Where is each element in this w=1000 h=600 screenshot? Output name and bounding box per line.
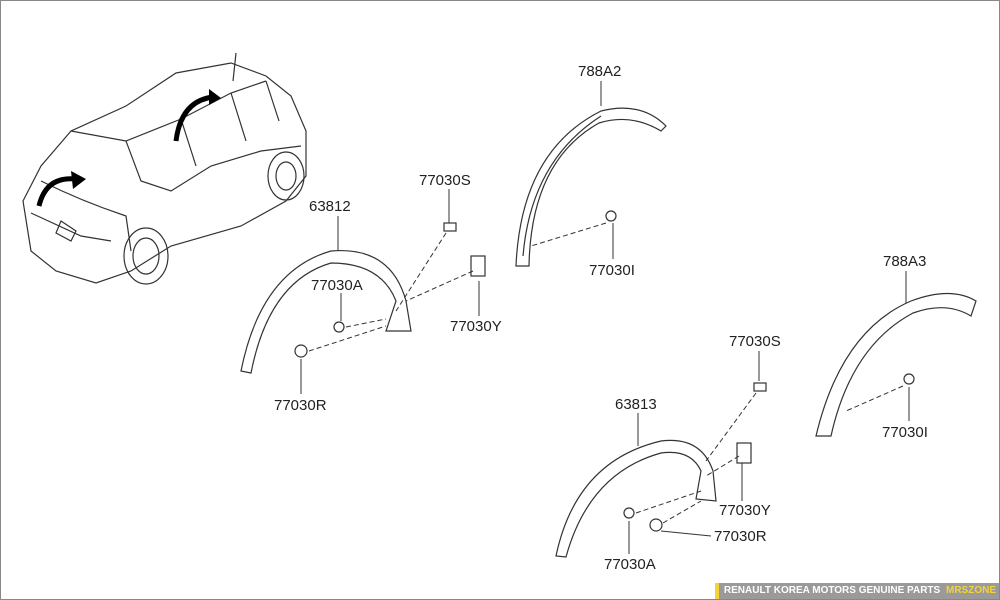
callout-77030I-right[interactable]: 77030I [882, 424, 928, 441]
footer-text: RENAULT KOREA MOTORS GENUINE PARTS [723, 585, 941, 596]
callout-788A3[interactable]: 788A3 [883, 253, 927, 270]
callout-77030I[interactable]: 77030I [589, 262, 635, 279]
callout-leaders [300, 81, 910, 554]
callout-77030Y-right[interactable]: 77030Y [719, 502, 771, 519]
callout-77030S[interactable]: 77030S [419, 172, 471, 189]
clips[interactable] [294, 210, 915, 532]
part-788A2[interactable] [515, 107, 667, 267]
arrow-indicators [36, 94, 214, 207]
callout-77030A[interactable]: 77030A [311, 277, 363, 294]
part-788A3[interactable] [815, 292, 977, 437]
callout-77030R-right[interactable]: 77030R [714, 528, 767, 545]
part-63813[interactable] [555, 439, 717, 558]
callout-63812[interactable]: 63812 [309, 198, 351, 215]
callout-77030S-right[interactable]: 77030S [729, 333, 781, 350]
callout-77030Y[interactable]: 77030Y [450, 318, 502, 335]
callout-77030A-right[interactable]: 77030A [604, 556, 656, 573]
arrowheads [71, 89, 221, 189]
dashed-leaders [308, 222, 904, 524]
footer-brand: MRSZONE [946, 585, 996, 596]
part-63812[interactable] [240, 249, 412, 374]
callout-788A2[interactable]: 788A2 [578, 63, 622, 80]
footer-watermark: RENAULT KOREA MOTORS GENUINE PARTS MRSZO… [714, 583, 999, 599]
footer-accent-bar [714, 583, 719, 599]
callout-63813[interactable]: 63813 [615, 396, 657, 413]
callout-77030R[interactable]: 77030R [274, 397, 327, 414]
car-illustration [22, 52, 307, 285]
